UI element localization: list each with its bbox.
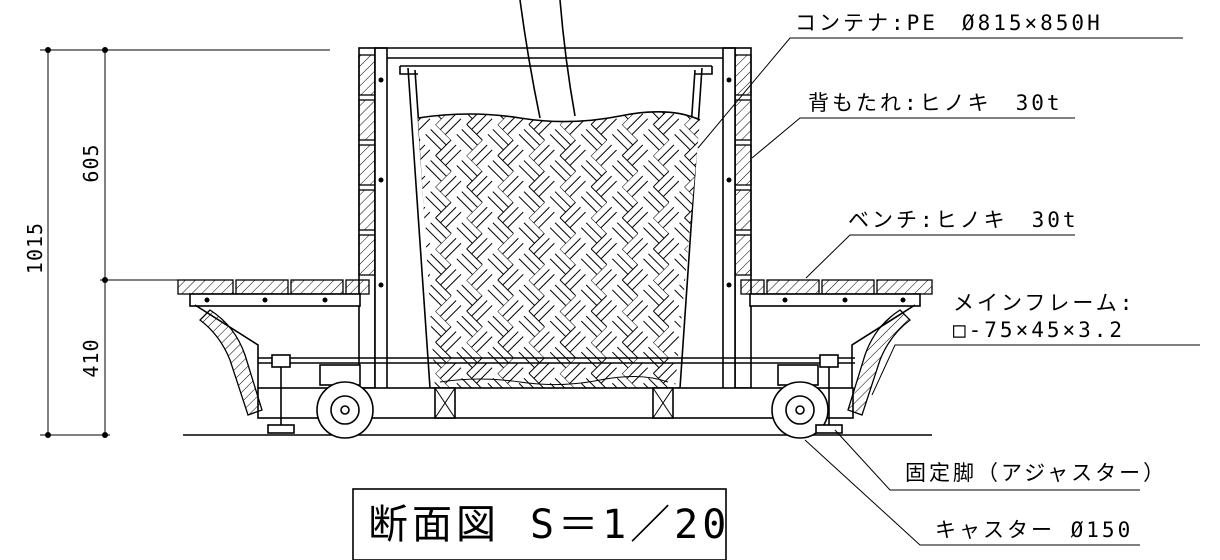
- label-bench: ベンチ:ヒノキ 30t: [848, 208, 1079, 232]
- dimension-upper: 605: [79, 143, 103, 182]
- right-bench: [740, 279, 933, 416]
- label-mainframe-line1: メインフレーム:: [953, 291, 1135, 315]
- left-adjuster: [267, 354, 295, 434]
- label-adjuster: 固定脚（アジャスター）: [905, 461, 1167, 485]
- tree-trunk: [519, 0, 576, 119]
- label-container: コンテナ:PE Ø815×850H: [795, 11, 1103, 35]
- title-text: 断面図: [368, 502, 500, 548]
- right-caster: [771, 364, 829, 439]
- left-caster: [316, 364, 374, 439]
- dimension-total: 1015: [23, 222, 47, 274]
- left-backrest: [358, 47, 388, 391]
- label-caster: キャスター Ø150: [935, 518, 1133, 542]
- label-mainframe-line2: □-75×45×3.2: [953, 318, 1125, 342]
- scale-text: S＝1／20: [530, 502, 730, 548]
- soil-fill: [418, 111, 700, 388]
- left-bench: [177, 279, 370, 416]
- leader-lines: [697, 37, 1200, 546]
- right-adjuster: [815, 354, 843, 434]
- dimension-lines: [40, 47, 330, 438]
- label-backrest: 背もたれ:ヒノキ 30t: [808, 91, 1063, 115]
- dimension-lower: 410: [79, 338, 103, 377]
- right-backrest: [722, 47, 752, 391]
- title-box: 断面図 S＝1／20: [352, 488, 730, 560]
